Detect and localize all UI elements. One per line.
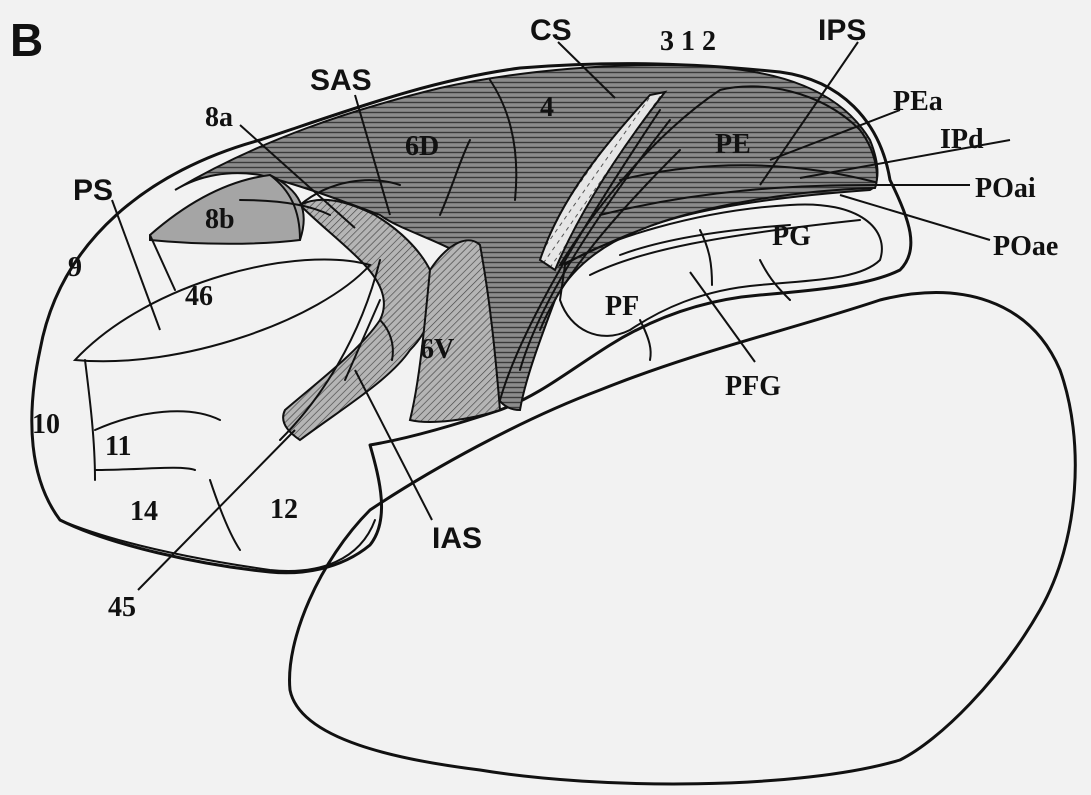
temporal-lobe — [290, 293, 1076, 784]
sulcus-label-ips: IPS — [818, 14, 866, 47]
area-label-10: 10 — [32, 409, 60, 440]
area-label-pg: PG — [772, 221, 811, 252]
area-label-poai: POai — [975, 173, 1036, 204]
sulcus-label-ias: IAS — [432, 522, 482, 555]
sulcus-label-ps: PS — [73, 174, 113, 207]
area-label-ipd: IPd — [940, 124, 984, 155]
area-label-14: 14 — [130, 496, 158, 527]
area-8a-region — [283, 200, 434, 440]
area-label-45: 45 — [108, 592, 136, 623]
area-label-4: 4 — [540, 92, 554, 123]
area-label-9: 9 — [68, 252, 82, 283]
area-label-pf: PF — [605, 291, 639, 322]
sulcus-label-sas: SAS — [310, 64, 372, 97]
area-label-12: 12 — [270, 494, 298, 525]
area-label-pfg: PFG — [725, 371, 781, 402]
area-label-8a: 8a — [205, 102, 233, 133]
area-label-poae: POae — [993, 231, 1058, 262]
area-label-pe: PE — [715, 129, 751, 160]
area-label-8b: 8b — [205, 204, 235, 235]
area-label-11: 11 — [105, 431, 131, 462]
area-label-312: 3 1 2 — [660, 26, 716, 57]
area-label-46: 46 — [185, 281, 213, 312]
area-label-6d: 6D — [405, 131, 439, 162]
area-46-region — [75, 259, 370, 361]
area-label-pea: PEa — [893, 86, 943, 117]
panel-label: B — [10, 14, 43, 66]
area-label-6v: 6V — [420, 334, 454, 365]
sulcus-label-cs: CS — [530, 14, 572, 47]
